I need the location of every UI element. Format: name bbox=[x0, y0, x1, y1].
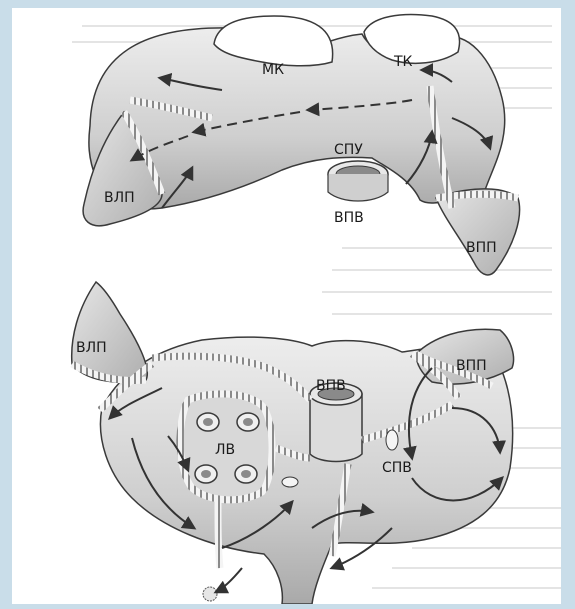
top-label-vlp: ВЛП bbox=[104, 190, 135, 206]
atria-diagram: МК ТК СПУ ВПВ ВЛП ВПП bbox=[12, 8, 561, 604]
bottom-label-vpp: ВПП bbox=[456, 358, 487, 374]
top-label-vpp: ВПП bbox=[466, 240, 497, 256]
bottom-view: ВЛП ВПП ВПВ ЛВ СПВ bbox=[72, 282, 514, 604]
top-label-mk: МК bbox=[262, 62, 284, 78]
sinus-node-mark bbox=[203, 587, 217, 601]
bottom-label-vpv: ВПВ bbox=[316, 378, 346, 394]
bottom-oval bbox=[282, 477, 298, 487]
anatomy-figure: МК ТК СПУ ВПВ ВЛП ВПП bbox=[12, 8, 561, 604]
top-label-tk: ТК bbox=[393, 54, 413, 70]
bottom-label-vlp: ВЛП bbox=[76, 340, 107, 356]
top-label-spu: СПУ bbox=[334, 142, 363, 158]
top-view: МК ТК СПУ ВПВ ВЛП ВПП bbox=[83, 15, 519, 275]
bottom-label-lv: ЛВ bbox=[215, 442, 235, 458]
bottom-label-spv: СПВ bbox=[382, 460, 412, 476]
top-label-vpv: ВПВ bbox=[334, 210, 364, 226]
spv-oval bbox=[386, 430, 398, 450]
